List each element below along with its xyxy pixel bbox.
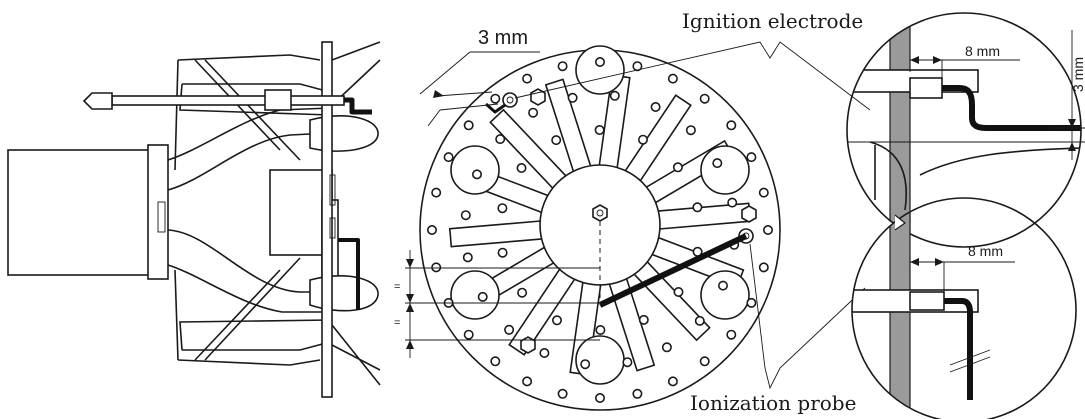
- small-hole: [528, 107, 539, 118]
- probe-gap-horizontal-label: 8 mm: [968, 243, 1003, 259]
- small-hole: [504, 324, 515, 335]
- gap-dimension-main: 3 mm: [419, 27, 540, 127]
- small-hole: [694, 315, 705, 326]
- small-hole: [717, 280, 728, 291]
- small-hole: [539, 347, 550, 358]
- small-hole: [712, 158, 723, 169]
- small-hole: [580, 359, 591, 370]
- ionization-probe-label: Ionization probe: [690, 391, 856, 415]
- small-hole: [557, 388, 568, 399]
- probe-detail: 8 mm: [851, 197, 1077, 419]
- small-hole: [650, 102, 661, 113]
- small-hole: [426, 225, 437, 236]
- small-hole: [462, 252, 473, 263]
- equal-spacing-dimension: = =: [394, 250, 600, 358]
- flange-plate: [321, 41, 333, 398]
- small-hole: [567, 92, 578, 103]
- ionization-probe-rod: [598, 233, 748, 308]
- small-hole: [667, 376, 678, 387]
- electrode-gap-horizontal-label: 8 mm: [965, 43, 1000, 59]
- small-hole: [595, 324, 606, 335]
- small-hole: [699, 356, 710, 367]
- small-hole: [463, 329, 474, 340]
- small-hole: [516, 163, 527, 174]
- small-hole: [594, 392, 605, 403]
- small-hole: [551, 315, 562, 326]
- small-hole: [699, 93, 710, 104]
- small-hole: [551, 135, 562, 146]
- small-hole: [557, 61, 568, 72]
- small-hole: [522, 376, 533, 387]
- equal-mark-lower: =: [394, 317, 400, 329]
- burner-tube: [7, 149, 151, 276]
- small-hole: [758, 187, 769, 198]
- small-hole: [758, 262, 769, 273]
- small-hole: [431, 187, 442, 198]
- ignition-electrode-label: Ignition electrode: [682, 9, 863, 33]
- small-hole: [673, 286, 684, 297]
- radial-slots: [448, 74, 752, 376]
- small-hole: [471, 169, 482, 180]
- hex-nut: [530, 88, 546, 106]
- electrode-detail: 8 mm 3 mm: [846, 12, 1085, 248]
- small-hole: [661, 342, 672, 353]
- small-hole: [609, 90, 620, 101]
- small-hole: [460, 210, 471, 221]
- small-hole: [637, 134, 648, 145]
- small-hole: [463, 120, 474, 131]
- small-hole: [431, 262, 442, 273]
- equal-mark-upper: =: [394, 281, 400, 293]
- small-hole: [490, 93, 501, 104]
- burner-front-view: = = 3 mm Ignition electrode Ionization p…: [394, 9, 871, 415]
- gap-main-label: 3 mm: [478, 27, 528, 49]
- small-hole: [443, 152, 454, 163]
- small-hole: [497, 203, 508, 214]
- burner-side-view: [7, 41, 381, 398]
- small-holes: [426, 56, 773, 403]
- small-hole: [638, 314, 649, 325]
- small-hole: [522, 73, 533, 84]
- small-hole: [692, 202, 703, 213]
- small-hole: [517, 287, 528, 298]
- small-hole: [746, 152, 757, 163]
- hex-nut: [520, 336, 536, 354]
- ignition-electrode-tip: [502, 92, 518, 108]
- small-hole: [746, 297, 757, 308]
- small-hole: [622, 357, 633, 368]
- small-hole: [726, 120, 737, 131]
- hex-nut: [741, 205, 757, 223]
- small-hole: [594, 125, 605, 136]
- small-hole: [727, 197, 738, 208]
- small-hole: [497, 247, 508, 258]
- small-hole: [490, 356, 501, 367]
- small-hole: [685, 125, 696, 136]
- small-hole: [594, 56, 605, 67]
- small-hole: [632, 388, 643, 399]
- ionization-leader: [749, 243, 866, 390]
- small-hole: [672, 162, 683, 173]
- electrode-rod: [111, 95, 345, 106]
- electrode-gap-vertical-label: 3 mm: [1070, 57, 1085, 92]
- ignition-leader: [514, 41, 871, 111]
- small-hole: [495, 134, 506, 145]
- small-hole: [477, 291, 488, 302]
- small-hole: [726, 329, 737, 340]
- small-hole: [762, 225, 773, 236]
- small-hole: [667, 73, 678, 84]
